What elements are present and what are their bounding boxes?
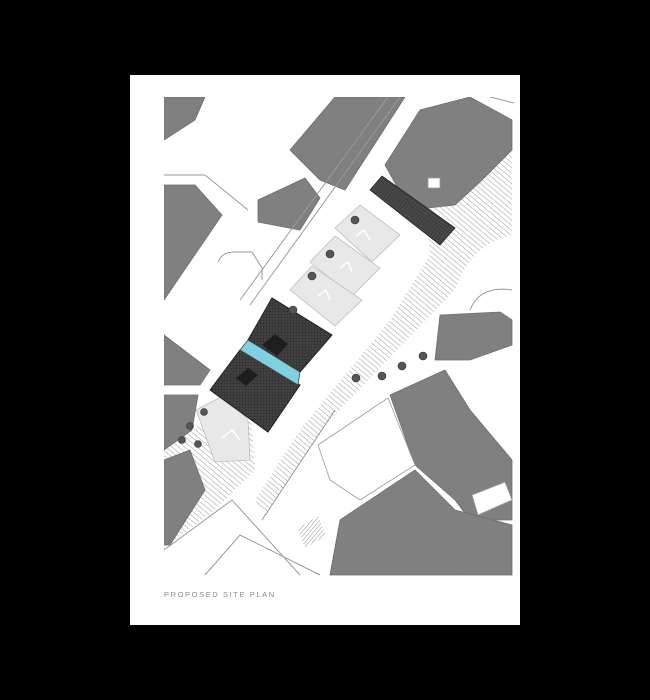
site-plan-drawing	[164, 97, 514, 576]
proposed-building	[209, 297, 333, 433]
tree-symbols	[178, 215, 428, 448]
existing-buildings	[164, 97, 513, 576]
drawing-caption: PROPOSED SITE PLAN	[164, 590, 276, 599]
glazed-link	[239, 339, 301, 386]
dark-roof-strip	[369, 175, 456, 246]
paved-street	[255, 155, 512, 515]
courtyard	[317, 397, 416, 501]
